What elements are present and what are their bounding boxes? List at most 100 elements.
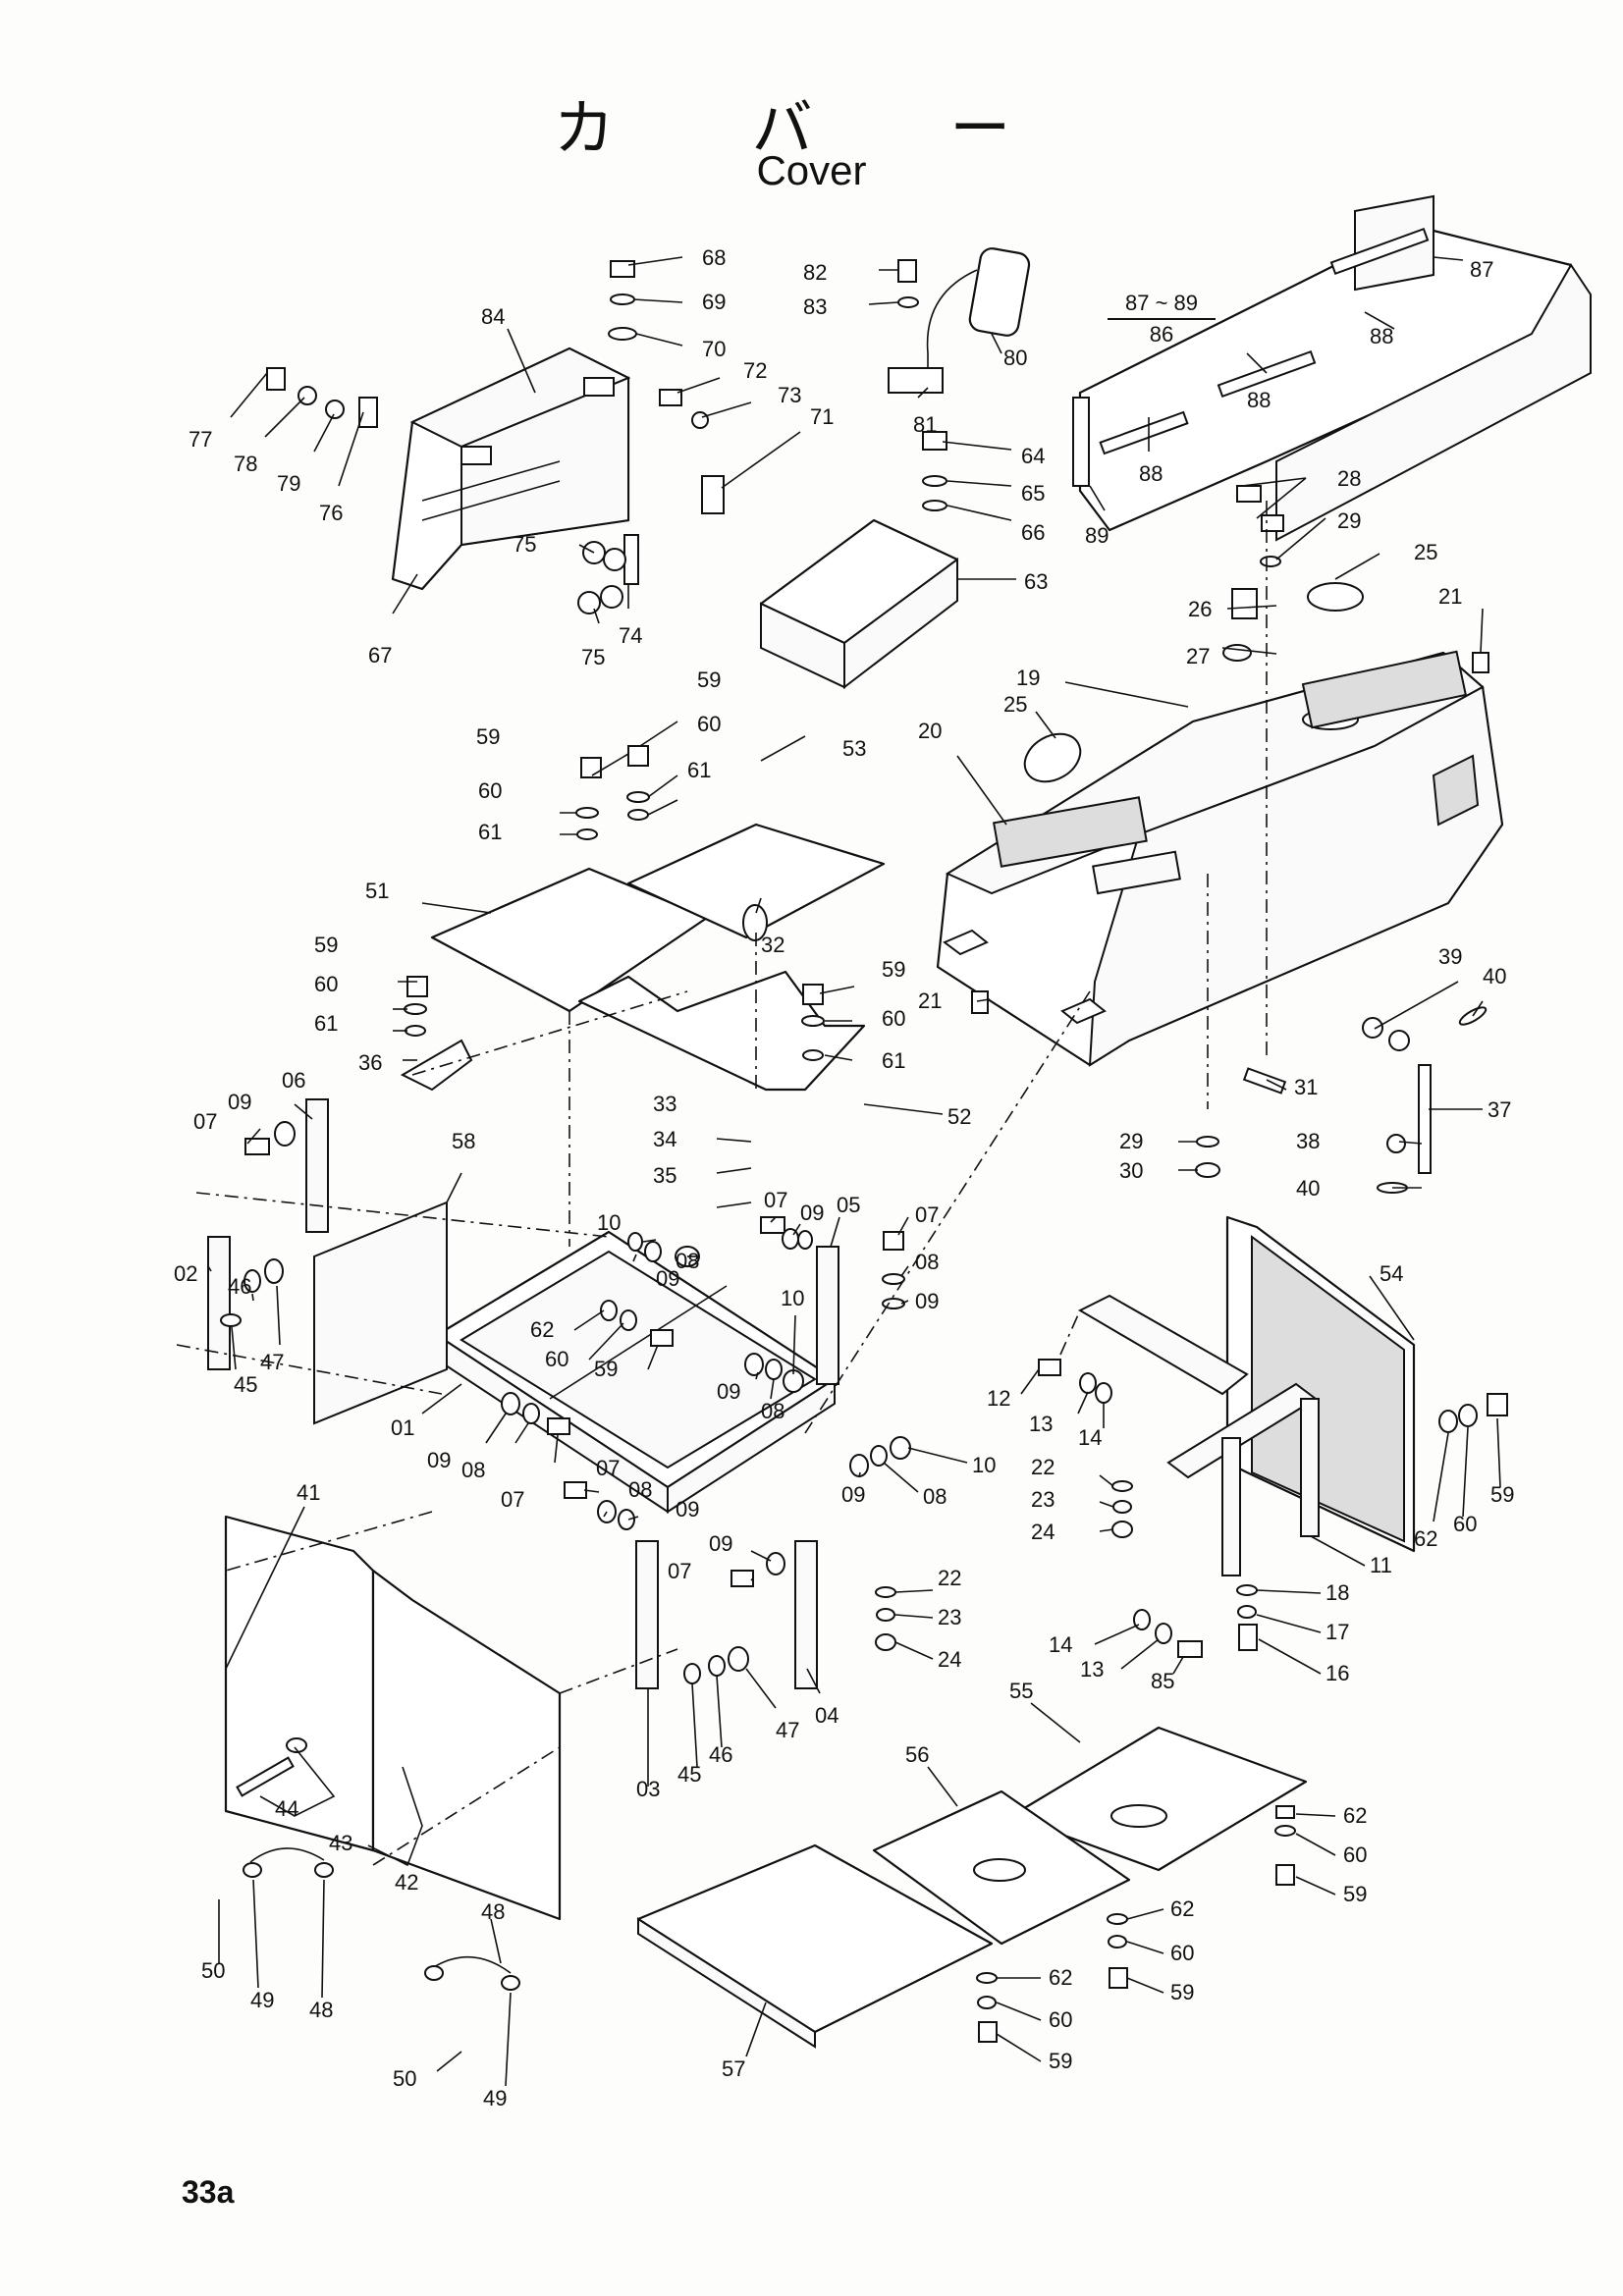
callout-59-i: 59	[1049, 2049, 1072, 2073]
callout-09-g: 09	[676, 1497, 699, 1522]
callout-60-c: 60	[882, 1006, 905, 1031]
callout-74: 74	[619, 623, 642, 648]
page-number: 33a	[182, 2174, 235, 2210]
callout-31: 31	[1294, 1075, 1318, 1099]
callout-10-a: 10	[597, 1210, 621, 1235]
callout-53: 53	[842, 736, 866, 761]
callout-13-b: 13	[1080, 1657, 1104, 1682]
callout-57: 57	[722, 2056, 745, 2081]
callout-43: 43	[329, 1831, 352, 1855]
callout-14-b: 14	[1049, 1632, 1072, 1657]
callout-08-c: 08	[761, 1399, 784, 1423]
part-range-note: 87 ~ 89 86	[1108, 291, 1216, 347]
callout-09-f: 09	[427, 1448, 451, 1472]
callout-07-a: 07	[193, 1109, 217, 1134]
callout-58: 58	[452, 1129, 475, 1153]
callout-01: 01	[391, 1415, 414, 1440]
callout-80: 80	[1003, 346, 1027, 370]
callout-61-d: 61	[314, 1011, 338, 1036]
callout-11: 11	[1370, 1553, 1392, 1577]
callout-68: 68	[702, 245, 726, 270]
callout-23-b: 23	[1031, 1487, 1055, 1512]
callout-38: 38	[1296, 1129, 1320, 1153]
note-denominator: 86	[1149, 322, 1174, 347]
callout-69: 69	[702, 290, 726, 314]
callout-05: 05	[837, 1193, 860, 1217]
callout-52: 52	[947, 1104, 971, 1129]
callout-75-a: 75	[513, 532, 536, 557]
callout-49-b: 49	[483, 2086, 507, 2110]
callout-77: 77	[189, 427, 212, 452]
callout-25-a: 25	[1414, 540, 1437, 564]
callout-50-a: 50	[201, 1958, 225, 1983]
callout-46-a: 46	[228, 1274, 251, 1299]
callout-07-e: 07	[596, 1456, 620, 1480]
rear-cover-67	[391, 347, 631, 591]
callout-62-b: 62	[1414, 1526, 1437, 1551]
callout-12: 12	[987, 1386, 1010, 1411]
callout-35: 35	[653, 1163, 676, 1188]
callout-88-a: 88	[1370, 324, 1393, 348]
callout-49-a: 49	[250, 1988, 274, 2012]
callout-60-h: 60	[1170, 1941, 1194, 1965]
callout-07-b: 07	[764, 1188, 787, 1212]
callout-04: 04	[815, 1703, 839, 1728]
callout-45-b: 45	[677, 1762, 701, 1787]
callout-46-b: 46	[709, 1742, 732, 1767]
callout-59-h: 59	[1170, 1980, 1194, 2004]
callout-41: 41	[297, 1480, 320, 1505]
callout-64: 64	[1021, 444, 1045, 468]
callout-21-b: 21	[918, 988, 942, 1013]
callout-59-d: 59	[314, 933, 338, 957]
callout-37: 37	[1488, 1097, 1511, 1122]
callout-79: 79	[277, 471, 300, 496]
callout-09-b: 09	[656, 1266, 679, 1291]
callout-36: 36	[358, 1050, 382, 1075]
callout-61-a: 61	[478, 820, 502, 844]
side-door-41-42	[224, 1515, 562, 1991]
callout-24-b: 24	[1031, 1520, 1055, 1544]
callout-10-c: 10	[972, 1453, 996, 1477]
callout-76: 76	[319, 501, 343, 525]
hood-cover-19-20	[936, 485, 1504, 1067]
callout-33: 33	[653, 1092, 676, 1116]
callout-78: 78	[234, 452, 257, 476]
callout-62-c: 62	[1343, 1803, 1367, 1828]
floor-plate-55	[1009, 1726, 1308, 1872]
callout-63: 63	[1024, 569, 1048, 594]
callout-48-b: 48	[481, 1899, 505, 1924]
callout-08-b: 08	[915, 1250, 939, 1274]
callout-08-e: 08	[628, 1477, 652, 1502]
side-panel-87-89	[1072, 194, 1592, 542]
callout-16: 16	[1325, 1661, 1349, 1685]
callout-22-b: 22	[1031, 1455, 1055, 1479]
assembly-lines	[176, 501, 1268, 1866]
callout-29-a: 29	[1337, 508, 1361, 533]
callout-25-b: 25	[1003, 692, 1027, 717]
callout-55: 55	[1009, 1679, 1033, 1703]
callout-32: 32	[761, 933, 784, 957]
callout-54: 54	[1380, 1261, 1403, 1286]
callout-60-f: 60	[1453, 1512, 1477, 1536]
callout-34: 34	[653, 1127, 676, 1151]
callout-73: 73	[778, 383, 801, 407]
callout-50-b: 50	[393, 2066, 416, 2091]
callout-22-a: 22	[938, 1566, 961, 1590]
callout-labels: 68 69 70 72 73 71 84 77 78 79 76 75 75 7…	[174, 245, 1514, 2110]
callout-09-h: 09	[841, 1482, 865, 1507]
callout-17: 17	[1325, 1620, 1349, 1644]
tool-box-63	[759, 431, 959, 690]
callout-83: 83	[803, 294, 827, 319]
floor-plate-56	[872, 1789, 1131, 1946]
callout-70: 70	[702, 337, 726, 361]
callout-42: 42	[395, 1870, 418, 1895]
callout-60-d: 60	[314, 972, 338, 996]
callout-06: 06	[282, 1068, 305, 1093]
callout-82: 82	[803, 260, 827, 285]
callout-27: 27	[1186, 644, 1210, 668]
callout-24-a: 24	[938, 1647, 961, 1672]
callout-47-b: 47	[776, 1718, 799, 1742]
callout-59-g: 59	[1343, 1882, 1367, 1906]
callout-20: 20	[918, 719, 942, 743]
